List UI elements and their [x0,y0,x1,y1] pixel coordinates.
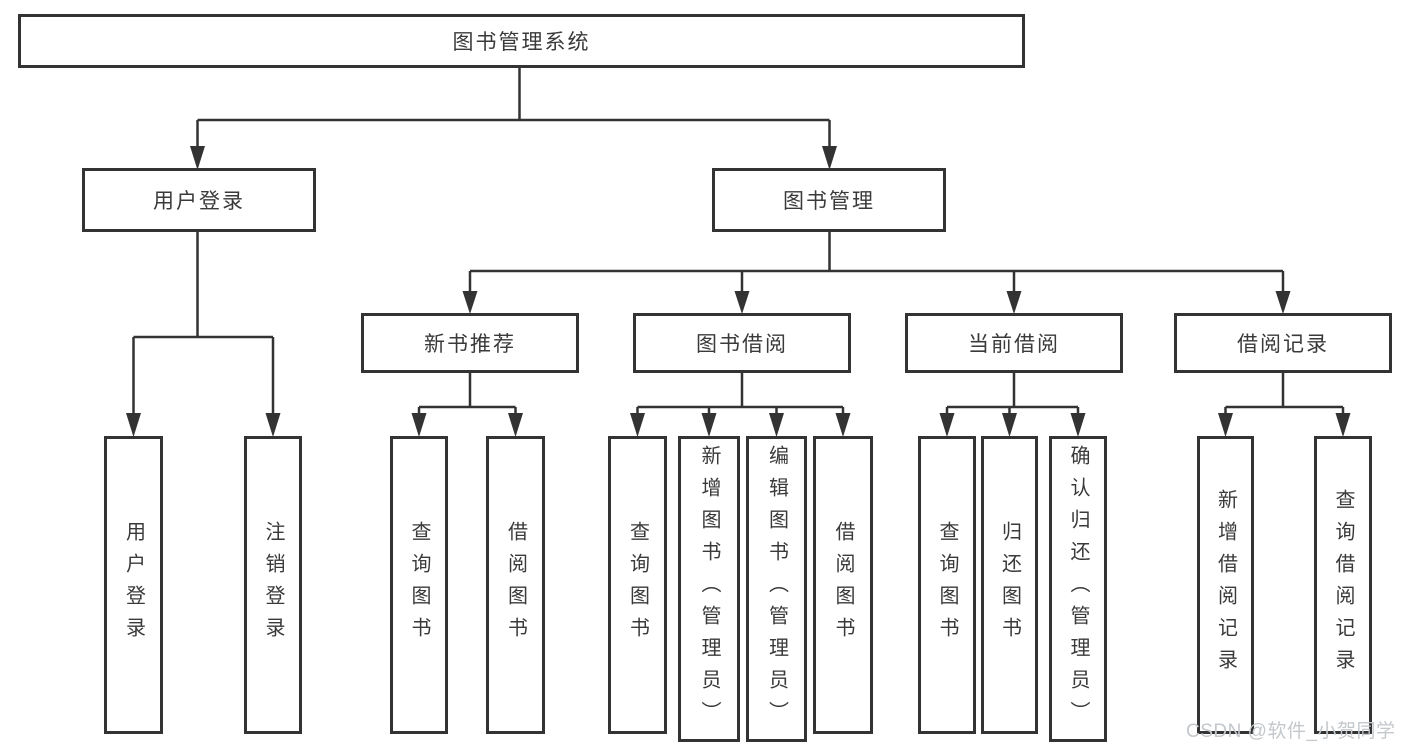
leaf-borrow-books: 借阅图书 [813,436,873,734]
leaf-logout: 注销登录 [244,436,302,734]
leaf-label: 新增借阅记录 [1214,489,1237,681]
csdn-watermark: CSDN @软件_小贺同学 [1186,721,1396,742]
leaf-edit-books-admin: 编辑图书（管理员） [746,436,807,742]
node-book-management: 图书管理 [712,168,946,232]
leaf-user-login: 用户登录 [104,436,163,734]
leaf-label: 查询借阅记录 [1332,489,1354,681]
leaf-add-books-admin: 新增图书（管理员） [678,436,740,742]
node-label: 用户登录 [153,190,245,213]
leaf-label: 借阅图书 [504,521,527,649]
node-label: 借阅记录 [1237,333,1329,356]
node-library-management-system: 图书管理系统 [18,14,1025,68]
leaf-label: 注销登录 [262,521,284,649]
node-label: 图书管理系统 [452,31,591,54]
leaf-add-borrow-record: 新增借阅记录 [1197,436,1254,734]
leaf-return-books: 归还图书 [981,436,1038,734]
leaf-query-books-recommend: 查询图书 [390,436,448,734]
node-label: 新书推荐 [424,333,516,356]
leaf-query-borrow-record: 查询借阅记录 [1314,436,1372,734]
node-borrow-records: 借阅记录 [1174,313,1392,373]
node-label: 图书借阅 [696,333,788,356]
node-label: 当前借阅 [968,333,1060,356]
leaf-label: 新增图书（管理员） [698,445,720,733]
node-book-borrow: 图书借阅 [633,313,851,373]
leaf-label: 借阅图书 [832,521,854,649]
leaf-query-books-borrow: 查询图书 [608,436,667,734]
node-user-login: 用户登录 [82,168,316,232]
leaf-confirm-return-admin: 确认归还（管理员） [1049,436,1107,742]
leaf-label: 归还图书 [998,521,1021,649]
leaf-query-books-current: 查询图书 [918,436,976,734]
node-new-book-recommend: 新书推荐 [361,313,579,373]
node-current-borrow: 当前借阅 [905,313,1123,373]
leaf-label: 查询图书 [936,521,958,649]
leaf-borrow-books-recommend: 借阅图书 [486,436,545,734]
node-label: 图书管理 [783,190,875,213]
leaf-label: 查询图书 [408,521,430,649]
leaf-label: 用户登录 [122,521,145,649]
leaf-label: 查询图书 [626,521,649,649]
leaf-label: 编辑图书（管理员） [765,445,788,733]
leaf-label: 确认归还（管理员） [1067,445,1089,733]
